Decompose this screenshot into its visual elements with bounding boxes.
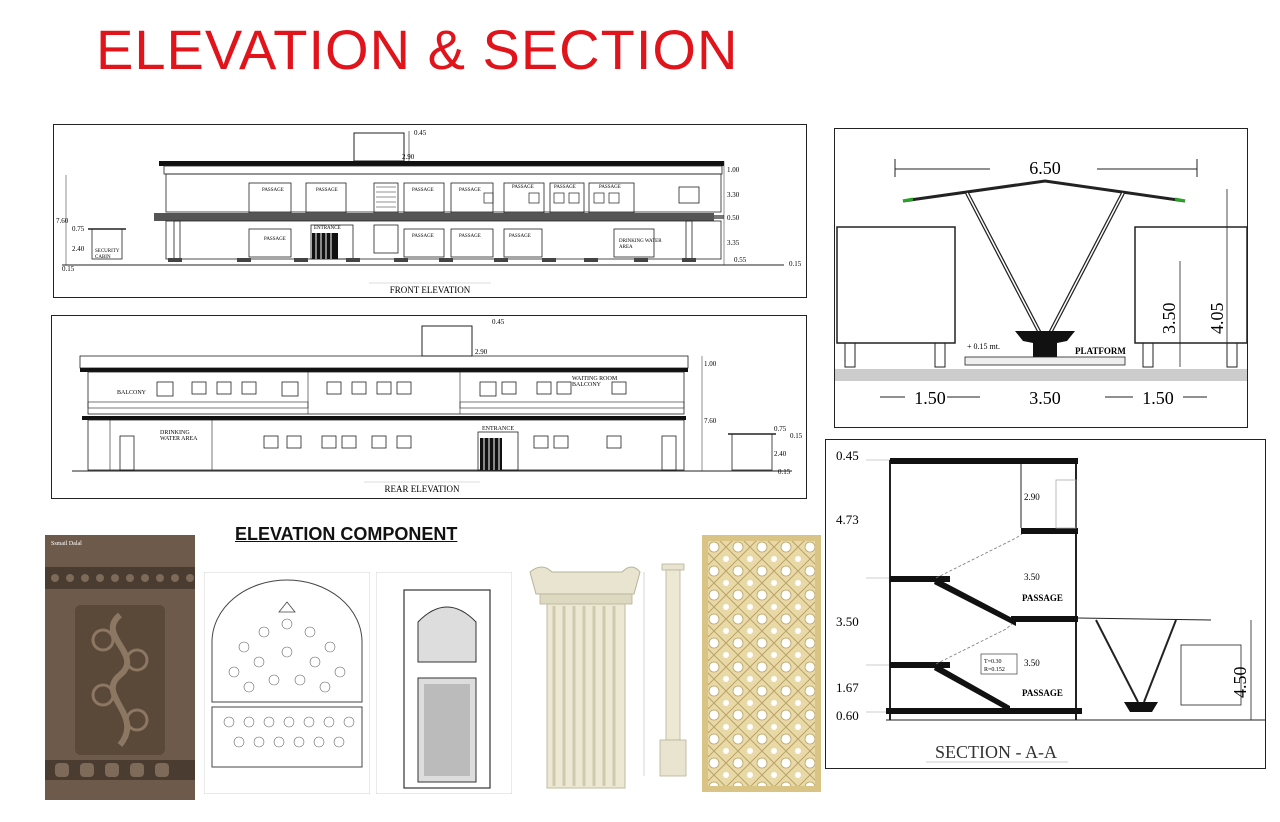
section-level-167: 1.67 bbox=[836, 680, 859, 695]
window-frame-drawing bbox=[375, 571, 513, 795]
fe-label-security: SECURITY bbox=[95, 249, 120, 254]
re-dim-075: 0.75 bbox=[774, 425, 787, 433]
re-dim-015b: 0.15 bbox=[778, 468, 791, 476]
canopy-height-350: 3.50 bbox=[1159, 303, 1179, 335]
re-label-entrance: ENTRANCE bbox=[482, 426, 514, 432]
fe-label-passage-3: PASSAGE bbox=[412, 188, 434, 193]
re-label-waiting: WAITING ROOM bbox=[572, 376, 618, 382]
fe-label-drinking: DRINKING WATER bbox=[619, 239, 662, 244]
re-label-water-area: WATER AREA bbox=[160, 436, 198, 442]
section-caption: SECTION - A-A bbox=[935, 742, 1057, 762]
section-label-passage-2: PASSAGE bbox=[1022, 688, 1063, 698]
fe-dim-290: 2.90 bbox=[402, 153, 415, 161]
section-level-350: 3.50 bbox=[836, 614, 859, 629]
jali-arch-drawing bbox=[203, 571, 371, 795]
fe-label-passage-11: PASSAGE bbox=[509, 234, 531, 239]
fe-label-passage-2: PASSAGE bbox=[316, 188, 338, 193]
fe-dim-045: 0.45 bbox=[414, 129, 427, 137]
section-label-passage-1: PASSAGE bbox=[1022, 593, 1063, 603]
fe-dim-015: 0.15 bbox=[62, 265, 75, 273]
carved-stone-panel-image: Ssmail Dalal bbox=[45, 535, 195, 800]
section-level-060: 0.60 bbox=[836, 708, 859, 723]
section-dim-290: 2.90 bbox=[1024, 492, 1040, 502]
re-dim-240: 2.40 bbox=[774, 450, 787, 458]
fe-dim-240: 2.40 bbox=[72, 245, 85, 253]
fe-dim-100: 1.00 bbox=[727, 166, 740, 174]
fe-label-passage-7: PASSAGE bbox=[599, 185, 621, 190]
re-dim-760: 7.60 bbox=[704, 417, 717, 425]
re-label-drinking: DRINKING bbox=[160, 430, 190, 436]
re-dim-045: 0.45 bbox=[492, 318, 505, 326]
re-label-balcony: BALCONY bbox=[117, 390, 147, 396]
canopy-section-drawing: 6.50 + 0.15 mt. PLATFORM 3.50 4.05 1.50 … bbox=[835, 158, 1248, 408]
section-dim-350-b: 3.50 bbox=[1024, 658, 1040, 668]
fe-label-passage-6: PASSAGE bbox=[554, 185, 576, 190]
canopy-height-405: 4.05 bbox=[1207, 303, 1227, 335]
fe-dim-760: 7.60 bbox=[56, 217, 69, 225]
fe-label-passage-1: PASSAGE bbox=[262, 188, 284, 193]
fe-dim-335: 3.35 bbox=[727, 239, 740, 247]
section-level-045: 0.45 bbox=[836, 448, 859, 463]
fe-label-passage-4: PASSAGE bbox=[459, 188, 481, 193]
fe-dim-055: 0.55 bbox=[734, 256, 747, 264]
canopy-platform: PLATFORM bbox=[1075, 346, 1126, 356]
section-label-riser: R=0.152 bbox=[984, 667, 1005, 673]
canopy-width-350: 3.50 bbox=[1029, 388, 1061, 408]
canopy-level: + 0.15 mt. bbox=[967, 342, 1000, 351]
fe-label-passage-8: PASSAGE bbox=[264, 237, 286, 242]
rear-elevation-drawing: 0.45 2.90 BALCONY WAITING ROOM BALCONY D… bbox=[72, 318, 803, 494]
re-dim-290: 2.90 bbox=[475, 348, 488, 356]
components-title: ELEVATION COMPONENT bbox=[235, 524, 458, 544]
section-dim-350-a: 3.50 bbox=[1024, 572, 1040, 582]
photo-watermark: Ssmail Dalal bbox=[51, 541, 82, 547]
re-caption: REAR ELEVATION bbox=[384, 484, 460, 494]
canopy-span: 6.50 bbox=[1029, 158, 1061, 178]
fe-dim-330: 3.30 bbox=[727, 191, 740, 199]
fe-label-passage-9: PASSAGE bbox=[412, 234, 434, 239]
re-dim-015: 0.15 bbox=[790, 432, 803, 440]
fe-label-area: AREA bbox=[619, 245, 633, 250]
section-aa-drawing: 0.45 4.73 3.50 1.67 0.60 2.90 3.50 PASSA… bbox=[836, 448, 1265, 763]
column-render bbox=[522, 558, 700, 790]
fe-label-cabin: CABIN bbox=[95, 255, 111, 260]
canopy-width-150-b: 1.50 bbox=[1142, 388, 1174, 408]
front-elevation-drawing: 0.45 2.90 PASSAGE PASSAGE PASSAGE PASSAG… bbox=[56, 129, 802, 295]
section-canopy-height: 4.50 bbox=[1230, 667, 1250, 699]
canopy-width-150-a: 1.50 bbox=[914, 388, 946, 408]
fe-dim-015b: 0.15 bbox=[789, 260, 802, 268]
section-label-tread: T=0.30 bbox=[984, 659, 1002, 665]
re-dim-100: 1.00 bbox=[704, 360, 717, 368]
section-aa-panel: 0.45 4.73 3.50 1.67 0.60 2.90 3.50 PASSA… bbox=[825, 439, 1266, 769]
jali-screen-panel bbox=[702, 535, 821, 792]
page-title: ELEVATION & SECTION bbox=[96, 18, 739, 81]
fe-label-entrance: ENTRANCE bbox=[314, 226, 341, 231]
re-label-balcony-2: BALCONY bbox=[572, 382, 602, 388]
canopy-section-panel: 6.50 + 0.15 mt. PLATFORM 3.50 4.05 1.50 … bbox=[834, 128, 1248, 428]
fe-caption: FRONT ELEVATION bbox=[390, 285, 471, 295]
fe-dim-050: 0.50 bbox=[727, 214, 740, 222]
fe-label-passage-10: PASSAGE bbox=[459, 234, 481, 239]
front-elevation-panel: 0.45 2.90 PASSAGE PASSAGE PASSAGE PASSAG… bbox=[53, 124, 807, 298]
rear-elevation-panel: 0.45 2.90 BALCONY WAITING ROOM BALCONY D… bbox=[51, 315, 807, 499]
fe-dim-075: 0.75 bbox=[72, 225, 85, 233]
fe-label-passage-5: PASSAGE bbox=[512, 185, 534, 190]
section-level-473: 4.73 bbox=[836, 512, 859, 527]
